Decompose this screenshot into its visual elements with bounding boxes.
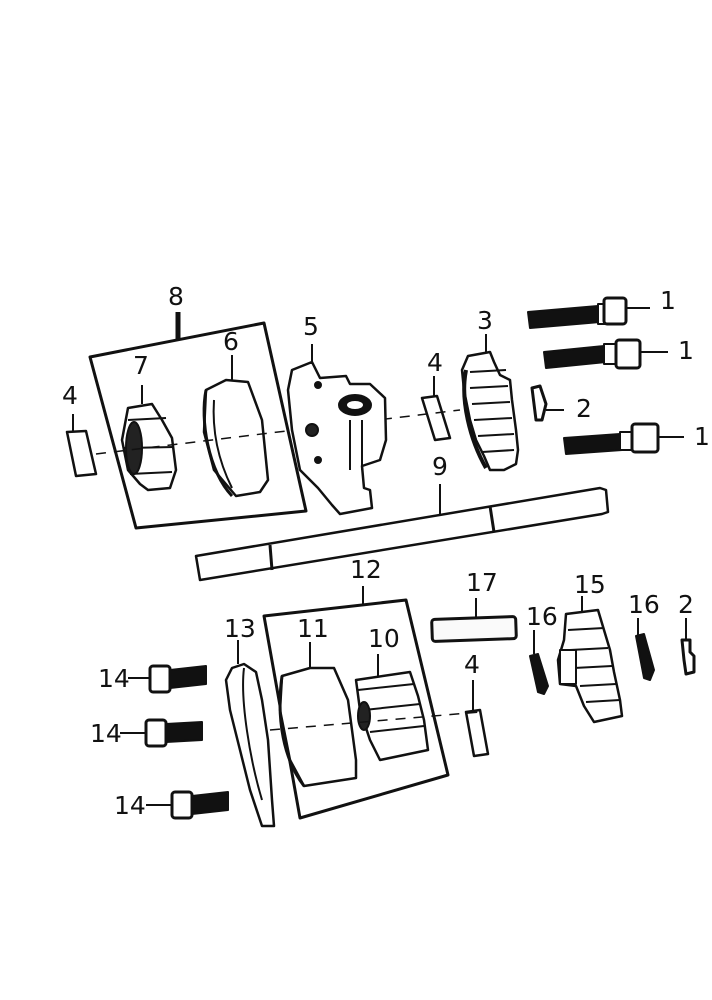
callout-5: 5 xyxy=(303,312,319,341)
flange-bolt-14-top[interactable] xyxy=(128,664,207,694)
callout-16-left: 16 xyxy=(526,602,558,631)
callout-17: 17 xyxy=(466,568,498,597)
callout-4-middle: 4 xyxy=(427,348,443,377)
callout-8: 8 xyxy=(168,282,184,311)
callout-1-bottom: 1 xyxy=(694,422,710,451)
pin-4-left xyxy=(65,414,98,478)
callout-16-right: 16 xyxy=(628,590,660,619)
callout-14-middle: 14 xyxy=(90,719,122,748)
flange-bolt-14-bottom[interactable] xyxy=(146,790,229,820)
pin-4-middle xyxy=(420,376,452,442)
circlip-2-lower xyxy=(680,618,696,676)
callout-2-upper: 2 xyxy=(576,394,592,423)
flange-bolt-1-bottom[interactable] xyxy=(563,422,684,455)
callout-1-top: 1 xyxy=(660,286,676,315)
callout-11: 11 xyxy=(297,614,329,643)
callout-4-left: 4 xyxy=(62,381,78,410)
callout-10: 10 xyxy=(368,624,400,653)
inner-rotor-7[interactable] xyxy=(120,385,178,492)
pump-body-5[interactable] xyxy=(286,344,388,516)
gear-15[interactable] xyxy=(556,596,624,724)
callout-9: 9 xyxy=(432,452,448,481)
flange-bolt-1-top[interactable] xyxy=(527,296,650,329)
outer-rotor-6[interactable] xyxy=(202,355,270,498)
callout-1-middle: 1 xyxy=(678,336,694,365)
callout-3: 3 xyxy=(477,306,493,335)
spring-washer-16-right xyxy=(635,618,655,681)
outer-rotor-11[interactable] xyxy=(278,642,358,788)
callout-13: 13 xyxy=(224,614,256,643)
flange-bolt-14-middle[interactable] xyxy=(120,718,203,748)
pin-17 xyxy=(430,598,518,643)
rotor-set-8-box xyxy=(88,312,308,530)
callout-15: 15 xyxy=(574,570,606,599)
circlip-2-upper xyxy=(530,384,564,422)
callout-4-lower: 4 xyxy=(464,650,480,679)
pin-4-lower xyxy=(464,680,490,758)
callout-2-lower: 2 xyxy=(678,590,694,619)
gear-3[interactable] xyxy=(460,334,520,472)
spring-washer-16-left xyxy=(529,630,549,695)
cover-plate-13[interactable] xyxy=(224,640,276,828)
flange-bolt-1-middle[interactable] xyxy=(543,338,668,370)
callout-12: 12 xyxy=(350,555,382,584)
callout-6: 6 xyxy=(223,327,239,356)
inner-rotor-10[interactable] xyxy=(354,654,430,762)
axis-line-upper xyxy=(95,409,461,455)
callout-7: 7 xyxy=(133,351,149,380)
callout-14-bottom: 14 xyxy=(114,791,146,820)
shaft-9[interactable] xyxy=(194,484,610,582)
callout-14-top: 14 xyxy=(98,664,130,693)
